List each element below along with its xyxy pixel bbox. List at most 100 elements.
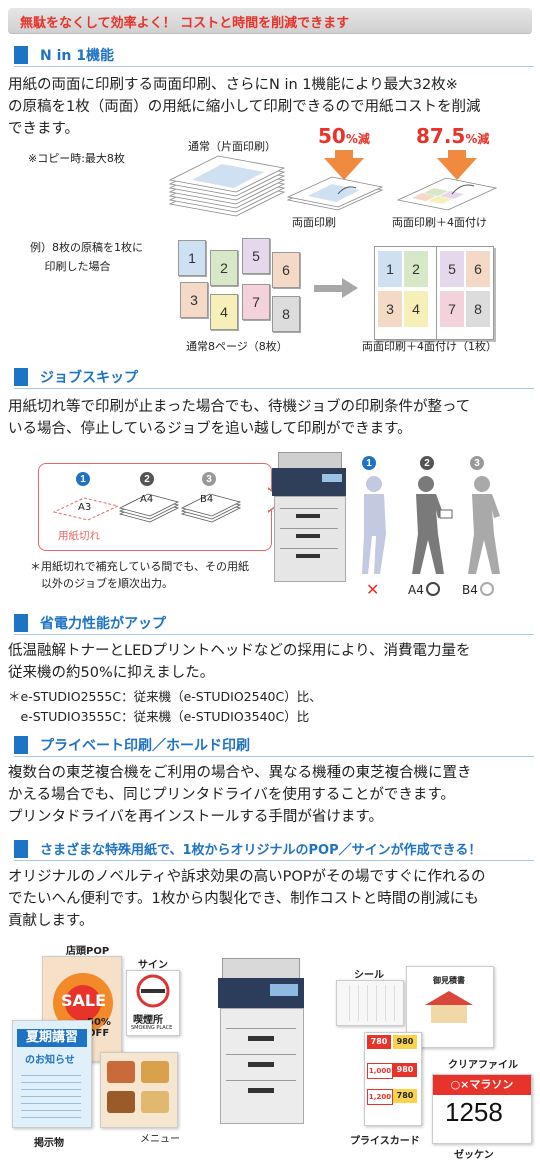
down-arrow-50 <box>324 158 364 180</box>
sign-text: 喫煙所 <box>133 1015 163 1026</box>
eight-pages-label: 通常8ページ（8枚） <box>186 340 288 353</box>
empty-paper-a3 <box>52 497 120 521</box>
status-b4-text: B4 <box>462 583 478 597</box>
person-number-3: 3 <box>470 456 484 470</box>
result-cell-8: 8 <box>466 291 490 327</box>
price-tag-1: 780 <box>367 1035 391 1049</box>
heading-marker <box>14 46 28 64</box>
label-sign: サイン <box>138 960 168 971</box>
out-of-paper-label: 用紙切れ <box>58 530 100 542</box>
price-tag-5: 980 <box>393 1063 417 1077</box>
section-heading-special: さまざまな特殊用紙で、1枚からオリジナルのPOP／サインが作成できる！ <box>14 838 534 861</box>
example-label: 例）8枚の原稿を1枚に 印刷した場合 <box>30 241 143 273</box>
notice-subtitle: のお知らせ <box>25 1055 75 1066</box>
person-waiting-icon <box>362 476 386 574</box>
paper-a3-label: A3 <box>78 502 92 513</box>
heading-marker <box>14 614 28 632</box>
ok-circle-icon <box>425 582 440 596</box>
label-seal: シール <box>354 970 384 981</box>
right-arrow-icon <box>314 278 358 298</box>
person-number-2: 2 <box>420 456 434 470</box>
duplex-4up-label: 両面印刷＋4面付け <box>392 216 487 229</box>
house-graphic-icon <box>425 991 473 1023</box>
person-number-1: 1 <box>362 456 376 470</box>
section-heading-private: プライベート印刷／ホールド印刷 <box>14 734 534 757</box>
label-bib: ゼッケン <box>454 1150 494 1161</box>
person-walking-icon-2 <box>468 476 500 574</box>
section-title: N in 1機能 <box>40 48 114 64</box>
price-cards: 780 980 1,000 1,200 980 780 <box>364 1032 422 1126</box>
reduction-50: 50%減 <box>318 124 370 148</box>
sign-subtext: SMOKING PLACE <box>131 1025 173 1031</box>
status-x-icon: ✕ <box>366 580 380 599</box>
section-heading-power: 省電力性能がアップ <box>14 612 534 635</box>
label-clear-file: クリアファイル <box>448 1060 518 1071</box>
result-cell-6: 6 <box>466 251 490 287</box>
job-number-3: 3 <box>202 472 216 486</box>
pop-sale-text: SALE <box>61 991 107 1010</box>
down-arrow-875 <box>437 158 477 180</box>
pct-suffix-50: %減 <box>345 132 370 146</box>
paper-stack-b4 <box>180 493 242 523</box>
price-tag-3: 1,000 <box>367 1063 393 1079</box>
page-1: 1 <box>178 240 206 276</box>
heading-marker <box>14 736 28 754</box>
job-number-2: 2 <box>140 472 154 486</box>
result-cell-3: 3 <box>378 291 402 327</box>
label-price-card: プライスカード <box>350 1136 420 1147</box>
normal-print-label: 通常（片面印刷） <box>188 140 276 153</box>
label-display: 掲示物 <box>34 1138 64 1149</box>
page-3: 3 <box>180 282 208 318</box>
paper-a4-label: A4 <box>140 494 154 505</box>
section-title: ジョブスキップ <box>40 370 138 386</box>
result-cell-5: 5 <box>440 251 464 287</box>
section-heading-nin1: N in 1機能 <box>14 44 534 67</box>
notice-body-lines <box>21 1069 81 1119</box>
status-a4-text: A4 <box>408 583 424 597</box>
ok-circle-icon <box>479 582 494 596</box>
pct-suffix-875: %減 <box>465 132 490 146</box>
banner-text: 無駄をなくして効率よく！ コストと時間を削減できます <box>20 16 350 31</box>
result-cell-4: 4 <box>404 291 428 327</box>
menu-card <box>100 1052 178 1128</box>
power-note-1: ＊e-STUDIO2555C：従来機（e-STUDIO2540C）比、 <box>8 689 322 704</box>
status-b4: B4 <box>462 582 494 597</box>
section-heading-jobskip: ジョブスキップ <box>14 366 534 389</box>
status-a4: A4 <box>408 582 440 597</box>
section-title: さまざまな特殊用紙で、1枚からオリジナルのPOP／サインが作成できる！ <box>40 843 482 858</box>
jobskip-description: 用紙切れ等で印刷が止まった場合でも、待機ジョブの印刷条件が整って いる場合、停止… <box>8 399 471 437</box>
result-cell-2: 2 <box>404 251 428 287</box>
paper-b4-label: B4 <box>200 494 214 505</box>
heading-marker <box>14 368 28 386</box>
label-menu: メニュー <box>140 1134 180 1145</box>
pop-off-text: 50% OFF <box>87 1017 111 1039</box>
estimate-title: 御見積書 <box>433 976 465 985</box>
page-4: 4 <box>210 294 238 330</box>
label-store-pop: 店頭POP <box>66 946 110 957</box>
sign-card: 喫煙所 SMOKING PLACE <box>126 970 180 1036</box>
menu-photo-4 <box>141 1091 169 1113</box>
race-bib: ○×マラソン 1258 <box>432 1074 532 1144</box>
duplex-label: 両面印刷 <box>292 216 336 229</box>
page-2: 2 <box>210 250 238 286</box>
menu-photo-2 <box>141 1061 169 1083</box>
result-sheet-back: 5 6 7 8 <box>436 246 494 340</box>
arrow-stem-50 <box>335 150 353 160</box>
notice-title: 夏期講習 <box>17 1029 87 1047</box>
notice-poster: 夏期講習 のお知らせ <box>12 1020 92 1128</box>
bib-number: 1258 <box>445 1097 503 1127</box>
page-8: 8 <box>272 296 300 332</box>
page-7: 7 <box>242 284 270 320</box>
price-tag-6: 780 <box>393 1089 417 1103</box>
paper-duplex <box>286 176 384 211</box>
nin1-description: 用紙の両面に印刷する両面印刷、さらにN in 1機能により最大32枚※ の原稿を… <box>8 77 481 137</box>
seal-sheet <box>336 980 404 1026</box>
person-walking-icon <box>412 476 453 574</box>
price-tag-4: 1,200 <box>367 1089 393 1105</box>
pct-value-50: 50 <box>318 124 346 148</box>
heading-marker <box>14 840 28 858</box>
result-cell-1: 1 <box>378 251 402 287</box>
flower-graphic-icon <box>53 973 113 1033</box>
mfp-center-image <box>218 958 304 1126</box>
power-description: 低温融解トナーとLEDプリントヘッドなどの採用により、消費電力量を 従来機の約5… <box>8 643 471 681</box>
